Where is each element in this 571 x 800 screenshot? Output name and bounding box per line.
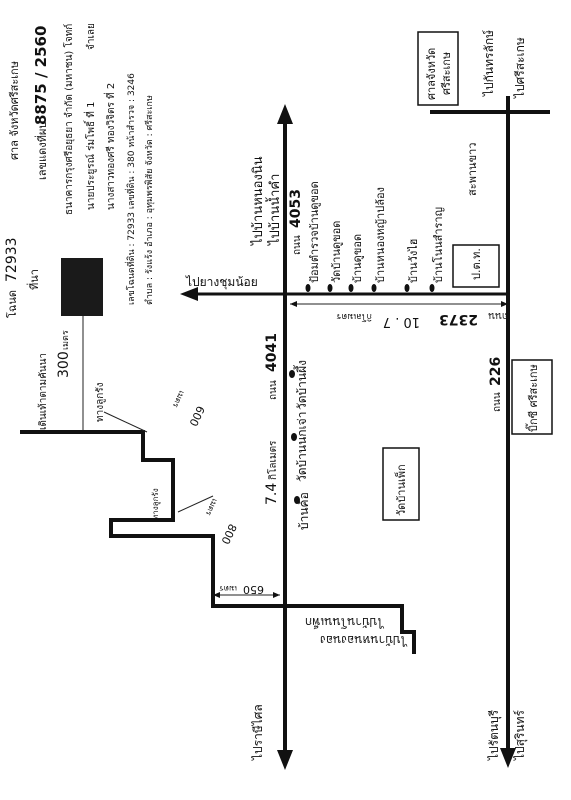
bridge-label: สะพานขาว <box>466 143 479 196</box>
dim-650-unit: เมตร <box>219 584 237 593</box>
road-2373: ไปยางชุมน้อย 10 . 7 กิโลเมตร ถนน 2373 <box>180 275 510 329</box>
south-road: ไปบ้านโนนเพ็ก ไปบ้านหนองนอง วัดบ้านเพ็ก <box>283 447 420 654</box>
road-4053-group: ถนน 4053 ป้อมตำรวจบ้านดูขอด วัดบ้านดูขอด… <box>288 181 500 292</box>
temple-pheek-box <box>382 447 420 521</box>
court-box-line2: ศรีสะเกษ <box>440 52 453 95</box>
poi-ban-nong-ya-plong: บ้านหนองหญ้าปล้อง <box>374 187 387 283</box>
dist-107-unit: กิโลเมตร <box>336 311 372 322</box>
poi-marker-3 <box>348 284 354 292</box>
temple-pheek-label: วัดบ้านเพ็ก <box>394 464 408 516</box>
road-non-pheek-line <box>283 604 416 654</box>
parcel-land-label: ที่นา <box>26 269 41 290</box>
dim-800-value: 800 <box>218 522 239 547</box>
dist-107-value: 10 . 7 <box>383 314 420 329</box>
poi-ban-kho: บ้านค้อ <box>297 492 311 530</box>
path-label-2: ทางลูกรัง <box>151 488 161 520</box>
dim-650-arrowhead-right <box>273 592 280 598</box>
road-4053-label: 4053 <box>288 189 304 228</box>
poi-4041-marker-1 <box>289 370 295 378</box>
defendant-2: นางสาวทองศรี ทองวิจิตร ที่ 2 <box>103 83 117 210</box>
to-yang-chum-noi: ไปยางชุมน้อย <box>185 275 258 290</box>
dim-800-unit: เมตร <box>203 497 219 517</box>
to-surin: ไปสุรินทร์ <box>513 709 528 761</box>
to-rasi-salai: ไปราษีไศล <box>251 704 265 761</box>
parcel-plot <box>61 258 103 316</box>
defendant-suffix: จำเลย <box>86 23 97 50</box>
case-prefix: เลขแดงที่ผบ. <box>34 118 49 180</box>
to-ban-nam-kham: ไปบ้านน้ำคำ <box>265 174 283 246</box>
court-box-line1: ศาลจังหวัด <box>425 48 438 100</box>
road-4041-label: 4041 <box>264 333 280 372</box>
poi-wat-ban-phueng: วัดบ้านผึ้ง <box>293 360 309 410</box>
to-ban-nong-nin: ไปบ้านหนองนิน <box>250 156 266 246</box>
road-4041-arrow-north <box>277 104 293 124</box>
poi-marker-1 <box>305 284 311 292</box>
deed-info: เลขโฉนดที่ดิน : 72933 เลขที่ดิน : 380 หน… <box>124 73 137 305</box>
dist-74-value: 7.4 <box>264 483 280 505</box>
poi-wat-ban-nok-chao: วัดบ้านนกเจ่า <box>295 412 309 482</box>
parcel-deed-number: 72933 <box>4 237 20 282</box>
dim-650-arrowhead-left <box>213 592 220 598</box>
ptt-label: ป.ต.ท. <box>470 248 483 280</box>
poi-4041-marker-3 <box>294 496 300 504</box>
road-4053-prefix: ถนน <box>292 235 303 255</box>
poi-marker-4 <box>371 284 377 292</box>
road-4041-arrow-south <box>277 750 293 770</box>
dim-107-arrowhead-right <box>501 301 508 307</box>
dim-800-arrow <box>177 495 214 513</box>
dim-107-arrowhead-left <box>290 301 297 307</box>
parcel-deed-label: โฉนด <box>5 290 19 318</box>
to-kantharalak: ไปกันทรลักษ์ <box>482 30 496 97</box>
road-2373-label: 2373 <box>439 311 478 327</box>
to-ban-nong-nom: ไปบ้านหนองนอง <box>320 633 408 647</box>
to-ban-non-pheek: ไปบ้านโนนเพ็ก <box>305 615 384 630</box>
dim-600-unit: เมตร <box>170 389 186 409</box>
poi-ban-non-samran: บ้านโนนสำราญ <box>431 207 445 283</box>
north-junction: ไปกันทรลักษ์ ไปศรีสะเกษ ศาลจังหวัด ศรีสะ… <box>417 30 550 114</box>
to-rattanaburi: ไปรัตนบุรี <box>487 709 502 761</box>
road-4041: ไปบ้านหนองนิน ไปบ้านน้ำคำ ถนน 4041 7.4 ก… <box>250 104 311 770</box>
road-2373-arrow-west <box>180 287 198 301</box>
walk-label: เดินเท้าตามคันนา <box>37 353 49 430</box>
ptt-box <box>452 244 500 288</box>
road-226: ถนน 226 สะพานขาว ไปรัตนบุรี ไปสุรินทร์ บ… <box>466 96 553 768</box>
road-226-arrow-south <box>500 748 516 768</box>
road-226-label: 226 <box>488 357 504 386</box>
bigc-box <box>511 359 553 435</box>
to-sisaket: ไปศรีสะเกษ <box>513 37 527 99</box>
laterite-path: ทางลูกรัง ทางลูกรัง 600 เมตร 800 เมตร 65… <box>20 382 288 608</box>
court-name: ศาล จังหวัดศรีสะเกษ <box>8 61 21 160</box>
path-label: ทางลูกรัง <box>95 382 106 422</box>
poi-marker-6 <box>429 284 435 292</box>
defendant-1: นายประยูรณ์ ร่มโพธิ์ ที่ 1 <box>83 102 97 210</box>
road-2373-prefix: ถนน <box>488 310 508 321</box>
dim-600-arrow <box>103 411 148 433</box>
poi-marker-2 <box>327 284 333 292</box>
poi-police-box: ป้อมตำรวจบ้านดูขอด <box>308 181 321 283</box>
header-block: ศาล จังหวัดศรีสะเกษ เลขแดงที่ผบ. 8875 / … <box>8 23 155 305</box>
poi-wat-du-khot: วัดบ้านดูขอด <box>330 221 343 283</box>
case-number: 8875 / 2560 <box>32 26 50 125</box>
plaintiff-name: ธนาคารกรุงศรีอยุธยา จำกัด (มหาชน) โจทก์ <box>62 24 75 215</box>
walk-unit: เมตร <box>61 330 71 350</box>
dim-600-value: 600 <box>186 404 207 429</box>
road-4041-prefix: ถนน <box>268 380 279 400</box>
poi-ban-du-khot: บ้านดูขอด <box>351 234 364 283</box>
walk-distance: 300 <box>56 351 72 378</box>
poi-4041-marker-2 <box>291 433 297 441</box>
road-226-prefix: ถนน <box>492 392 503 412</box>
location-info: ตำบล : รังแร้ง อำเภอ : อุทุมพรพิสัย จังห… <box>144 95 155 305</box>
dim-650-value: 650 <box>243 583 264 596</box>
dist-74-unit: กิโลเมตร <box>266 440 279 480</box>
bigc-label: บิ๊กซี ศรีสะเกษ <box>525 364 540 432</box>
laterite-path-line <box>20 430 288 608</box>
parcel-group: โฉนด 72933 ที่นา เดินเท้าตามคันนา 300 เม… <box>4 237 103 432</box>
court-box <box>417 31 459 106</box>
poi-marker-5 <box>404 284 410 292</box>
poi-ban-wang-hai: บ้านวังไฮ <box>407 239 420 283</box>
